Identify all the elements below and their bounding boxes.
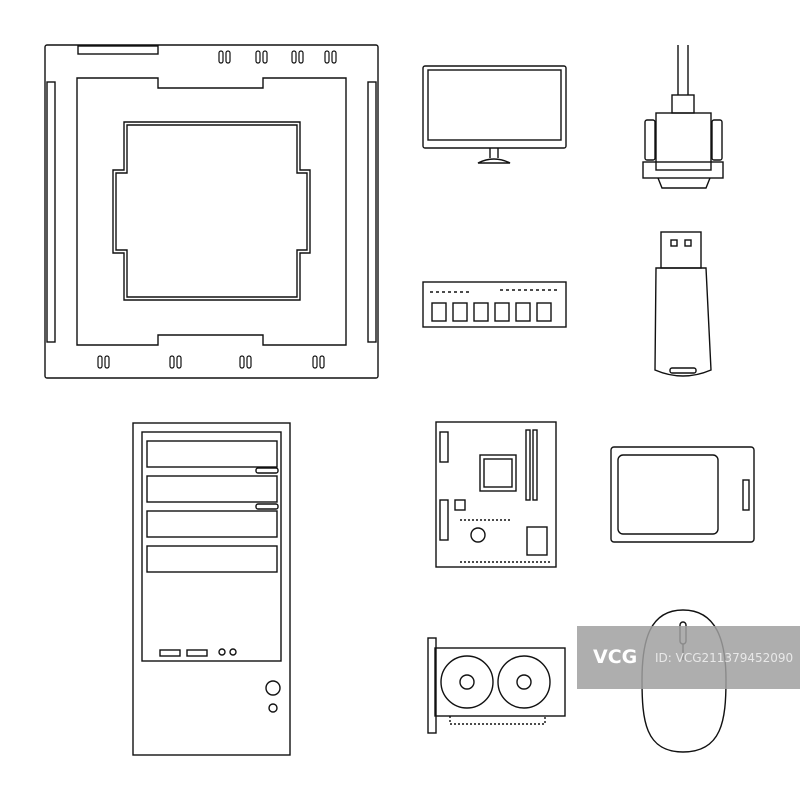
vga-connector-icon [642, 45, 724, 189]
watermark: VCG ID: VCG211379452090 [577, 626, 800, 689]
watermark-logo: VCG [593, 646, 638, 668]
monitor-icon [422, 65, 567, 164]
watermark-id: ID: VCG211379452090 [655, 651, 794, 665]
usb-flash-drive-icon [654, 231, 712, 377]
ram-module-icon [422, 281, 567, 328]
graphics-card-icon [427, 637, 566, 734]
pc-tower-icon [132, 422, 291, 756]
motherboard-icon [435, 421, 557, 568]
cpu-socket-icon [44, 44, 379, 379]
ssd-icon [610, 446, 755, 543]
